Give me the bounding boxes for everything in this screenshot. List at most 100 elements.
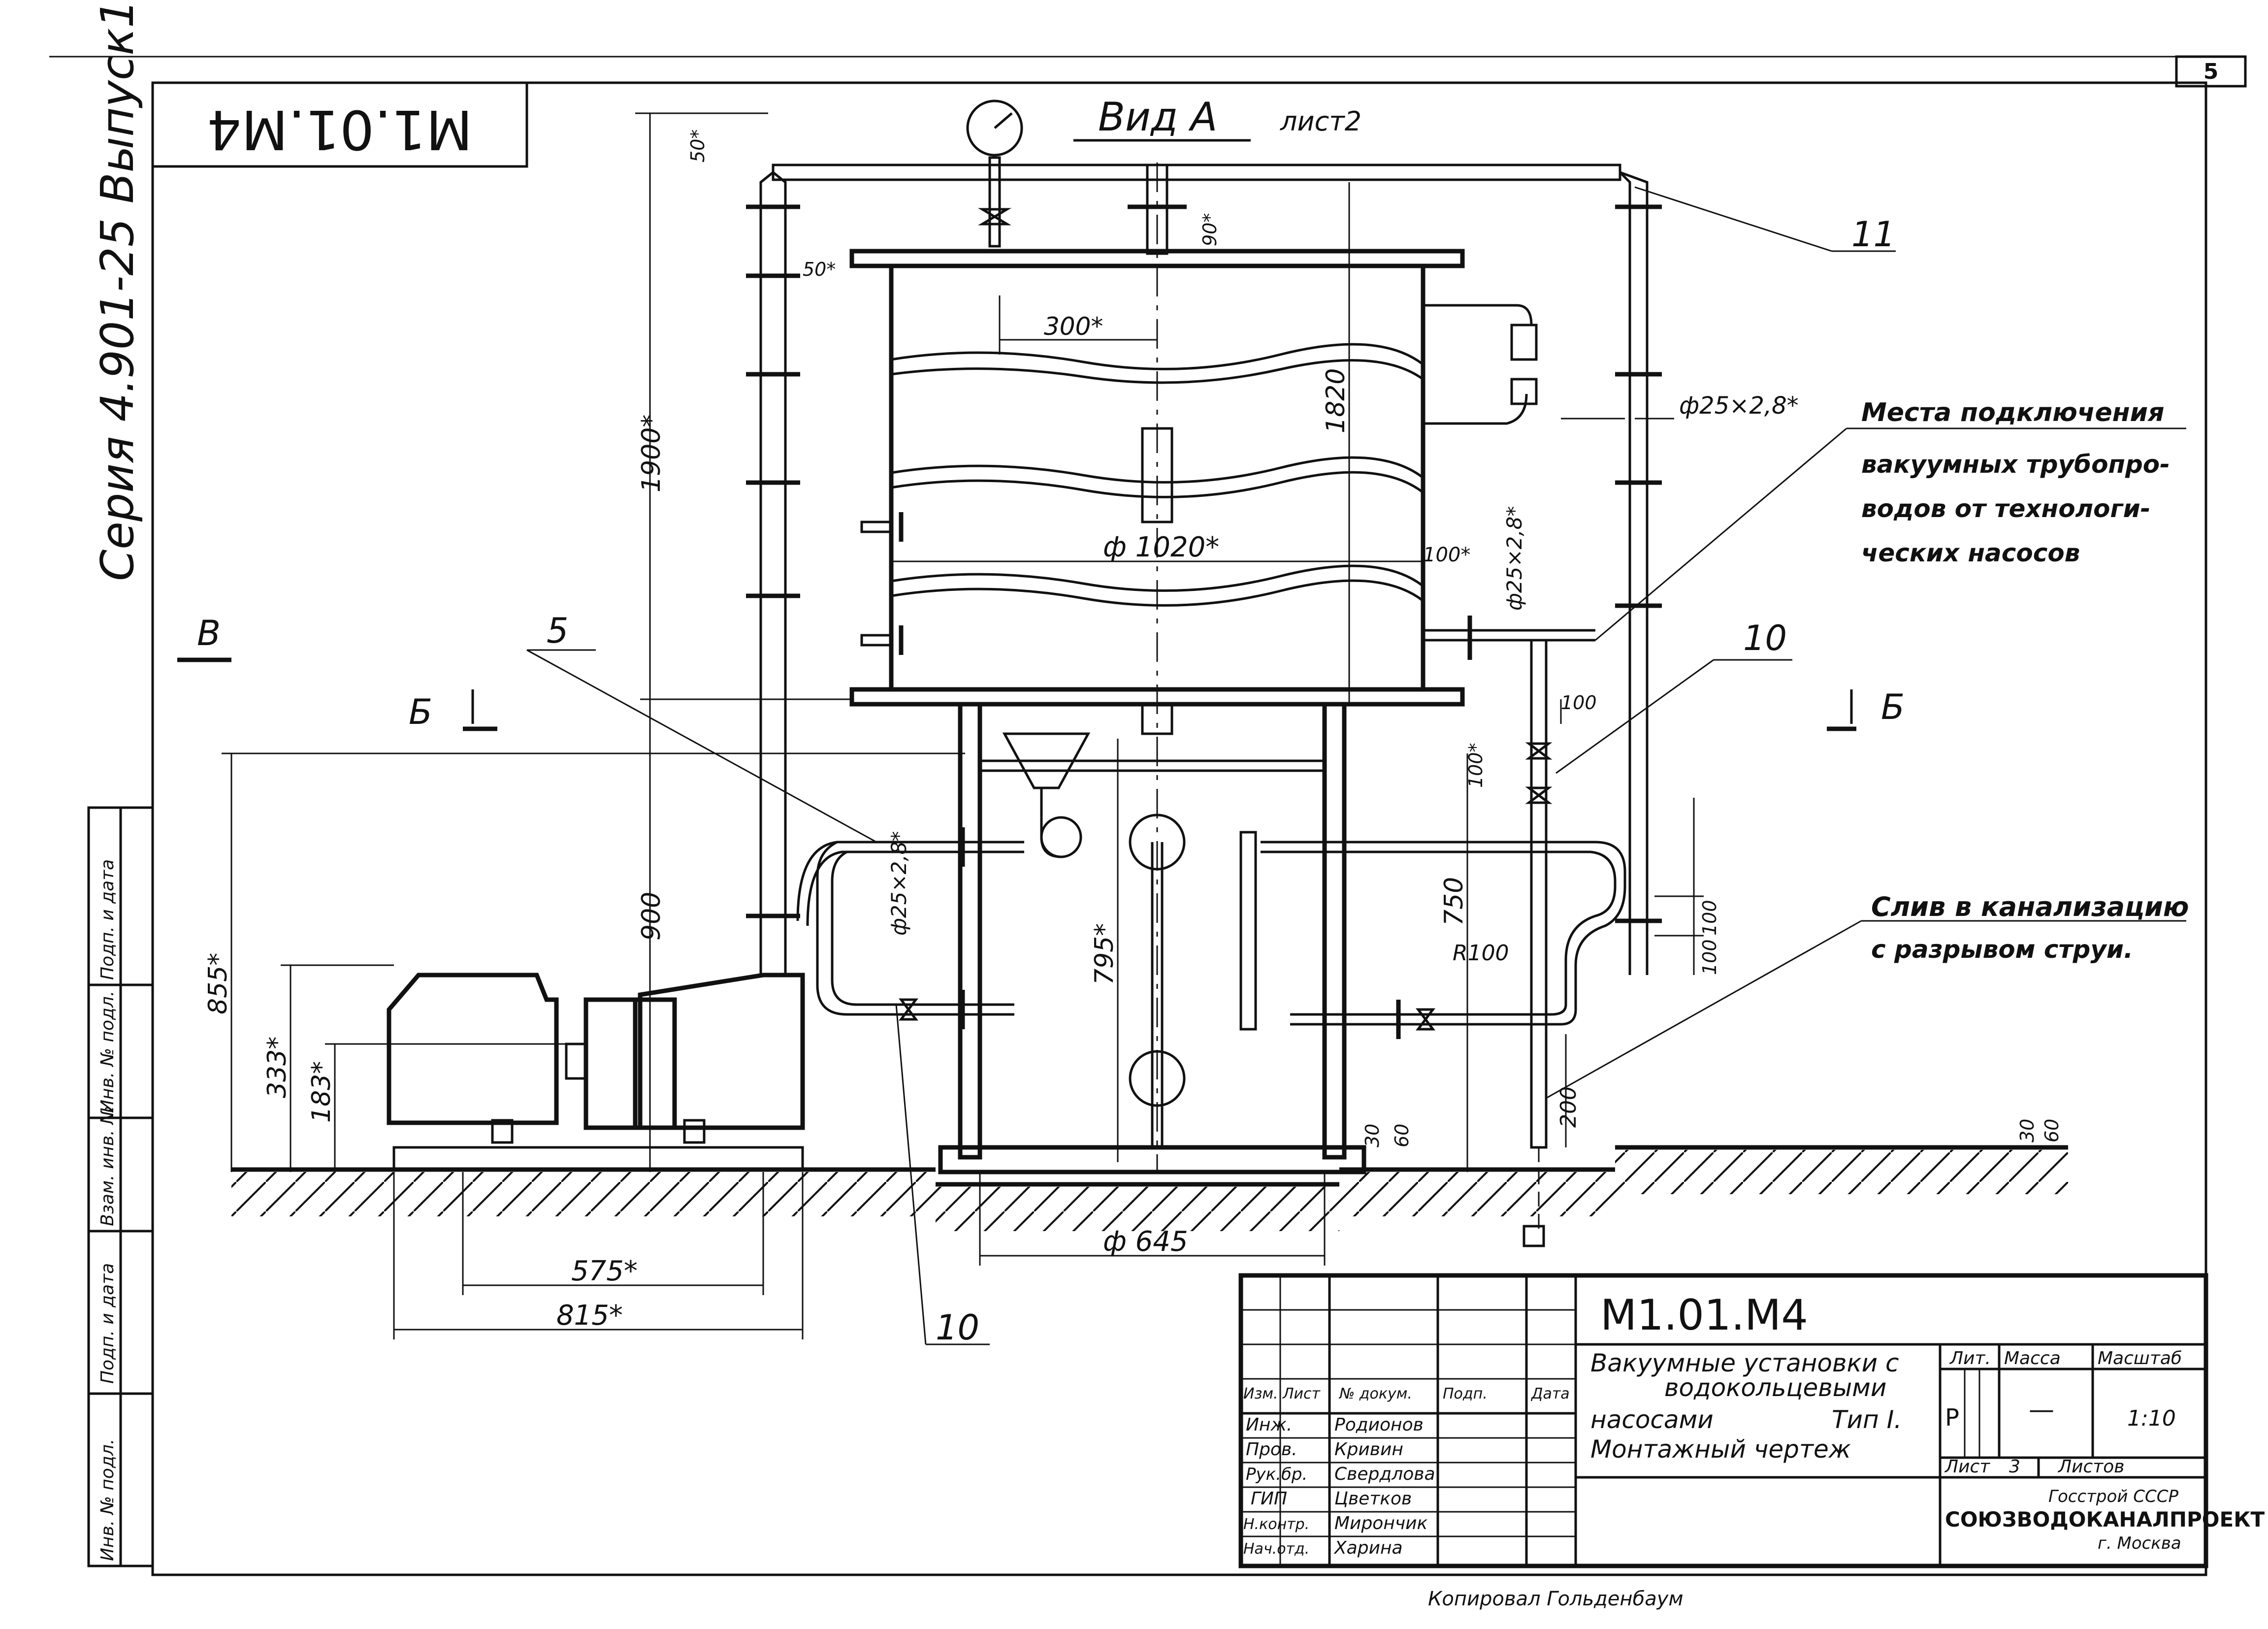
role-1: Инж. (1246, 1415, 1292, 1435)
view-sheet-ref: лист2 (1280, 106, 1361, 137)
strip-label-4: Инв. № подл. (97, 991, 118, 1113)
name-2: Кривин (1334, 1439, 1403, 1460)
connection-note-4: ческих насосов (1861, 539, 2080, 567)
dim-183: 183* (307, 1061, 336, 1123)
name-4: Цветков (1334, 1489, 1412, 1509)
title-line-2: водокольцевыми (1664, 1373, 1886, 1402)
connection-note-3: водов от технологи- (1861, 494, 2150, 523)
scale-value: 1:10 (2127, 1406, 2176, 1431)
dim-100-a: 100* (1423, 544, 1470, 566)
pipe-spec-left: ф25×2,8* (887, 831, 911, 936)
pump-unit (387, 973, 805, 1171)
lit-value: Р (1945, 1404, 1959, 1432)
dim-50-side: 50* (803, 259, 836, 280)
dim-1020: ф 1020* (1103, 531, 1219, 563)
header-doc: № докум. (1338, 1385, 1412, 1402)
strip-label-2: Подп. и дата (97, 1263, 118, 1384)
name-3: Свердлова (1334, 1464, 1435, 1484)
dim-333: 333* (262, 1037, 292, 1098)
header-izm: Изм. (1243, 1385, 1278, 1402)
dim-30-a: 30 (1361, 1124, 1383, 1147)
header-sign: Подп. (1443, 1385, 1488, 1402)
dim-855: 855* (203, 953, 233, 1014)
name-1: Родионов (1334, 1415, 1424, 1435)
vacuum-tank (849, 163, 1465, 1172)
role-3: Рук.бр. (1246, 1465, 1307, 1484)
right-riser (1615, 171, 1662, 975)
drain-pipe (1523, 639, 1553, 1247)
callout-10-bottom: 10 (936, 1307, 979, 1348)
dim-1900: 1900* (637, 415, 666, 492)
left-suction-loop (796, 827, 1024, 1029)
title-line-3: насосами (1590, 1405, 1714, 1434)
sheets-label: Листов (2057, 1457, 2124, 1477)
dim-60-b: 60 (2041, 1119, 2063, 1142)
copied-by: Копировал Гольденбаум (1428, 1588, 1684, 1610)
title-line-4: Монтажный чертеж (1590, 1435, 1851, 1464)
view-title: Вид А (1098, 94, 1217, 140)
header-list: Лист (1282, 1385, 1321, 1402)
lit-label: Лит. (1949, 1348, 1991, 1368)
dim-60-a: 60 (1391, 1124, 1413, 1147)
scale-label: Масштаб (2098, 1348, 2182, 1368)
drain-note-2: с разрывом струи. (1871, 935, 2133, 964)
org-line-3: г. Москва (2098, 1533, 2181, 1553)
bend-radius: R100 (1453, 941, 1509, 966)
strip-label-5: Подп. и дата (97, 859, 118, 980)
approval-strip (87, 806, 154, 1567)
callout-11: 11 (1851, 214, 1895, 255)
title-block (1238, 1273, 2208, 1568)
sheet-label: Лист (1944, 1457, 1990, 1477)
drain-note-1: Слив в канализацию (1871, 891, 2189, 922)
connection-note-2: вакуумных трубопро- (1861, 450, 2170, 479)
title-type: Тип I. (1832, 1405, 1902, 1434)
role-6: Нач.отд. (1243, 1540, 1309, 1558)
strip-label-3: Взам. инв. № (97, 1106, 118, 1226)
name-6: Харина (1333, 1538, 1403, 1558)
dim-900: 900 (637, 892, 666, 941)
dim-795: 795* (1090, 923, 1119, 985)
dim-750: 750 (1439, 877, 1469, 926)
dim-1820: 1820 (1321, 368, 1351, 433)
right-discharge-loop (1261, 827, 1626, 1039)
corner-code: M1.01.M4 (207, 98, 473, 161)
title-line-1: Вакуумные установки с (1590, 1349, 1899, 1377)
sheet-value: 3 (2009, 1457, 2020, 1477)
dim-100-c: 100* (1465, 743, 1487, 788)
tank-nozzles (860, 304, 1595, 660)
callout-10-right: 10 (1743, 618, 1787, 658)
dim-100-e: 100 (1699, 939, 1720, 975)
dim-815: 815* (556, 1300, 623, 1332)
section-markers (177, 657, 1856, 731)
left-riser (746, 171, 800, 975)
dim-200: 200 (1556, 1086, 1581, 1128)
role-2: Пров. (1246, 1439, 1297, 1460)
role-4: ГИП (1251, 1489, 1287, 1509)
name-5: Мирончик (1334, 1513, 1428, 1533)
mass-value: — (2029, 1395, 2054, 1425)
sheet-number: 5 (2203, 59, 2219, 84)
view-v-marker: В (197, 613, 221, 653)
dim-575: 575* (571, 1255, 638, 1287)
dim-30-b: 30 (2016, 1119, 2038, 1142)
strip-label-1: Инв. № подл. (97, 1439, 118, 1561)
pipe-spec-right: ф25×2,8* (1679, 392, 1799, 420)
series-label: Серия 4.901-25 Выпуск1 (91, 0, 144, 581)
org-line-1: Госстрой СССР (2048, 1487, 2178, 1506)
dim-50-top: 50* (687, 130, 709, 163)
tank-support (938, 702, 1366, 1174)
header-date: Дата (1530, 1385, 1570, 1402)
connection-note-1: Места подключения (1861, 398, 2164, 427)
section-b-left: Б (409, 692, 432, 732)
org-line-2: СОЮЗВОДОКАНАЛПРОЕКТ (1945, 1507, 2265, 1531)
dim-100-d: 100 (1699, 900, 1720, 936)
callout-leaders (526, 186, 2186, 1345)
pipe-spec-vertical: ф25×2,8* (1502, 506, 1526, 611)
dim-90: 90* (1199, 213, 1221, 246)
title-code: M1.01.M4 (1600, 1291, 1808, 1340)
dim-300: 300* (1044, 312, 1103, 341)
dimension-lines (222, 112, 1704, 1339)
dim-645: ф 645 (1103, 1226, 1188, 1258)
callout-5: 5 (547, 611, 569, 651)
